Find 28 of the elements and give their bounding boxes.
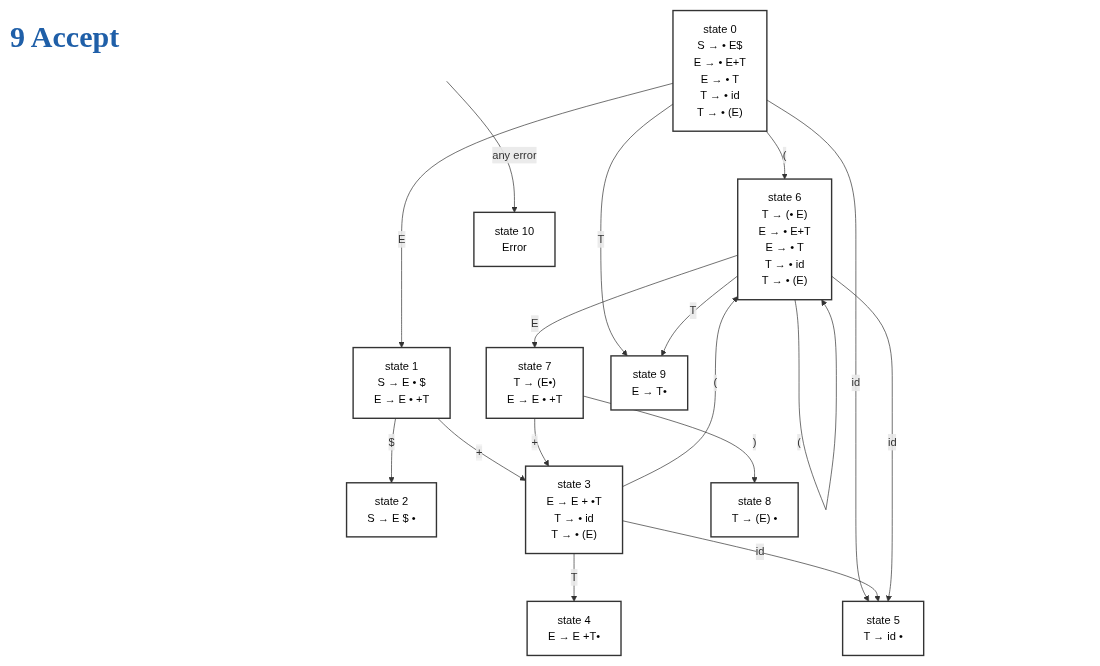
node-box: state 0 S → • E$ E → • E+T E → • T T → • id T → • (E) (672, 9, 768, 132)
edge-label: E (397, 233, 406, 245)
edge-label: ( (713, 376, 718, 389)
node-box: state 4 E → E +T• (526, 600, 622, 657)
edge-label: T (689, 304, 697, 317)
node-box: state 2 S → E $ • (345, 482, 438, 538)
edge-label: any error (492, 148, 537, 161)
edge-label: id (887, 435, 897, 448)
edge-label: id (851, 376, 861, 389)
edge-label: E (530, 317, 539, 330)
note-text: 9 Accept (10, 20, 120, 54)
node-box: state 5 T → id • (841, 600, 925, 657)
edge-label: T (570, 571, 578, 583)
edge-label: ( (782, 148, 787, 161)
edge-label: + (531, 435, 538, 448)
node-box: state 1 S → E • $ E → E • +T (352, 346, 451, 419)
node-box: state 10 Error (473, 211, 556, 268)
edge-label: T (597, 233, 605, 245)
node-box: state 9 E → T• (610, 355, 689, 411)
edge-label: $ (388, 435, 395, 448)
edge-label: + (475, 446, 483, 459)
edge-label: ) (752, 435, 757, 448)
node-box: state 7 T → (E•) E → E • +T (485, 346, 584, 419)
node-box: state 6 T → (• E) E → • E+T E → • T T → • id T → • (E) (736, 178, 833, 301)
node-box: state 8 T → (E) • (710, 482, 799, 538)
edge-label: ( (797, 435, 801, 448)
node-box: state 3 E → E + •T T → • id T → • (E) (524, 465, 624, 555)
edge-label: id (755, 545, 765, 558)
